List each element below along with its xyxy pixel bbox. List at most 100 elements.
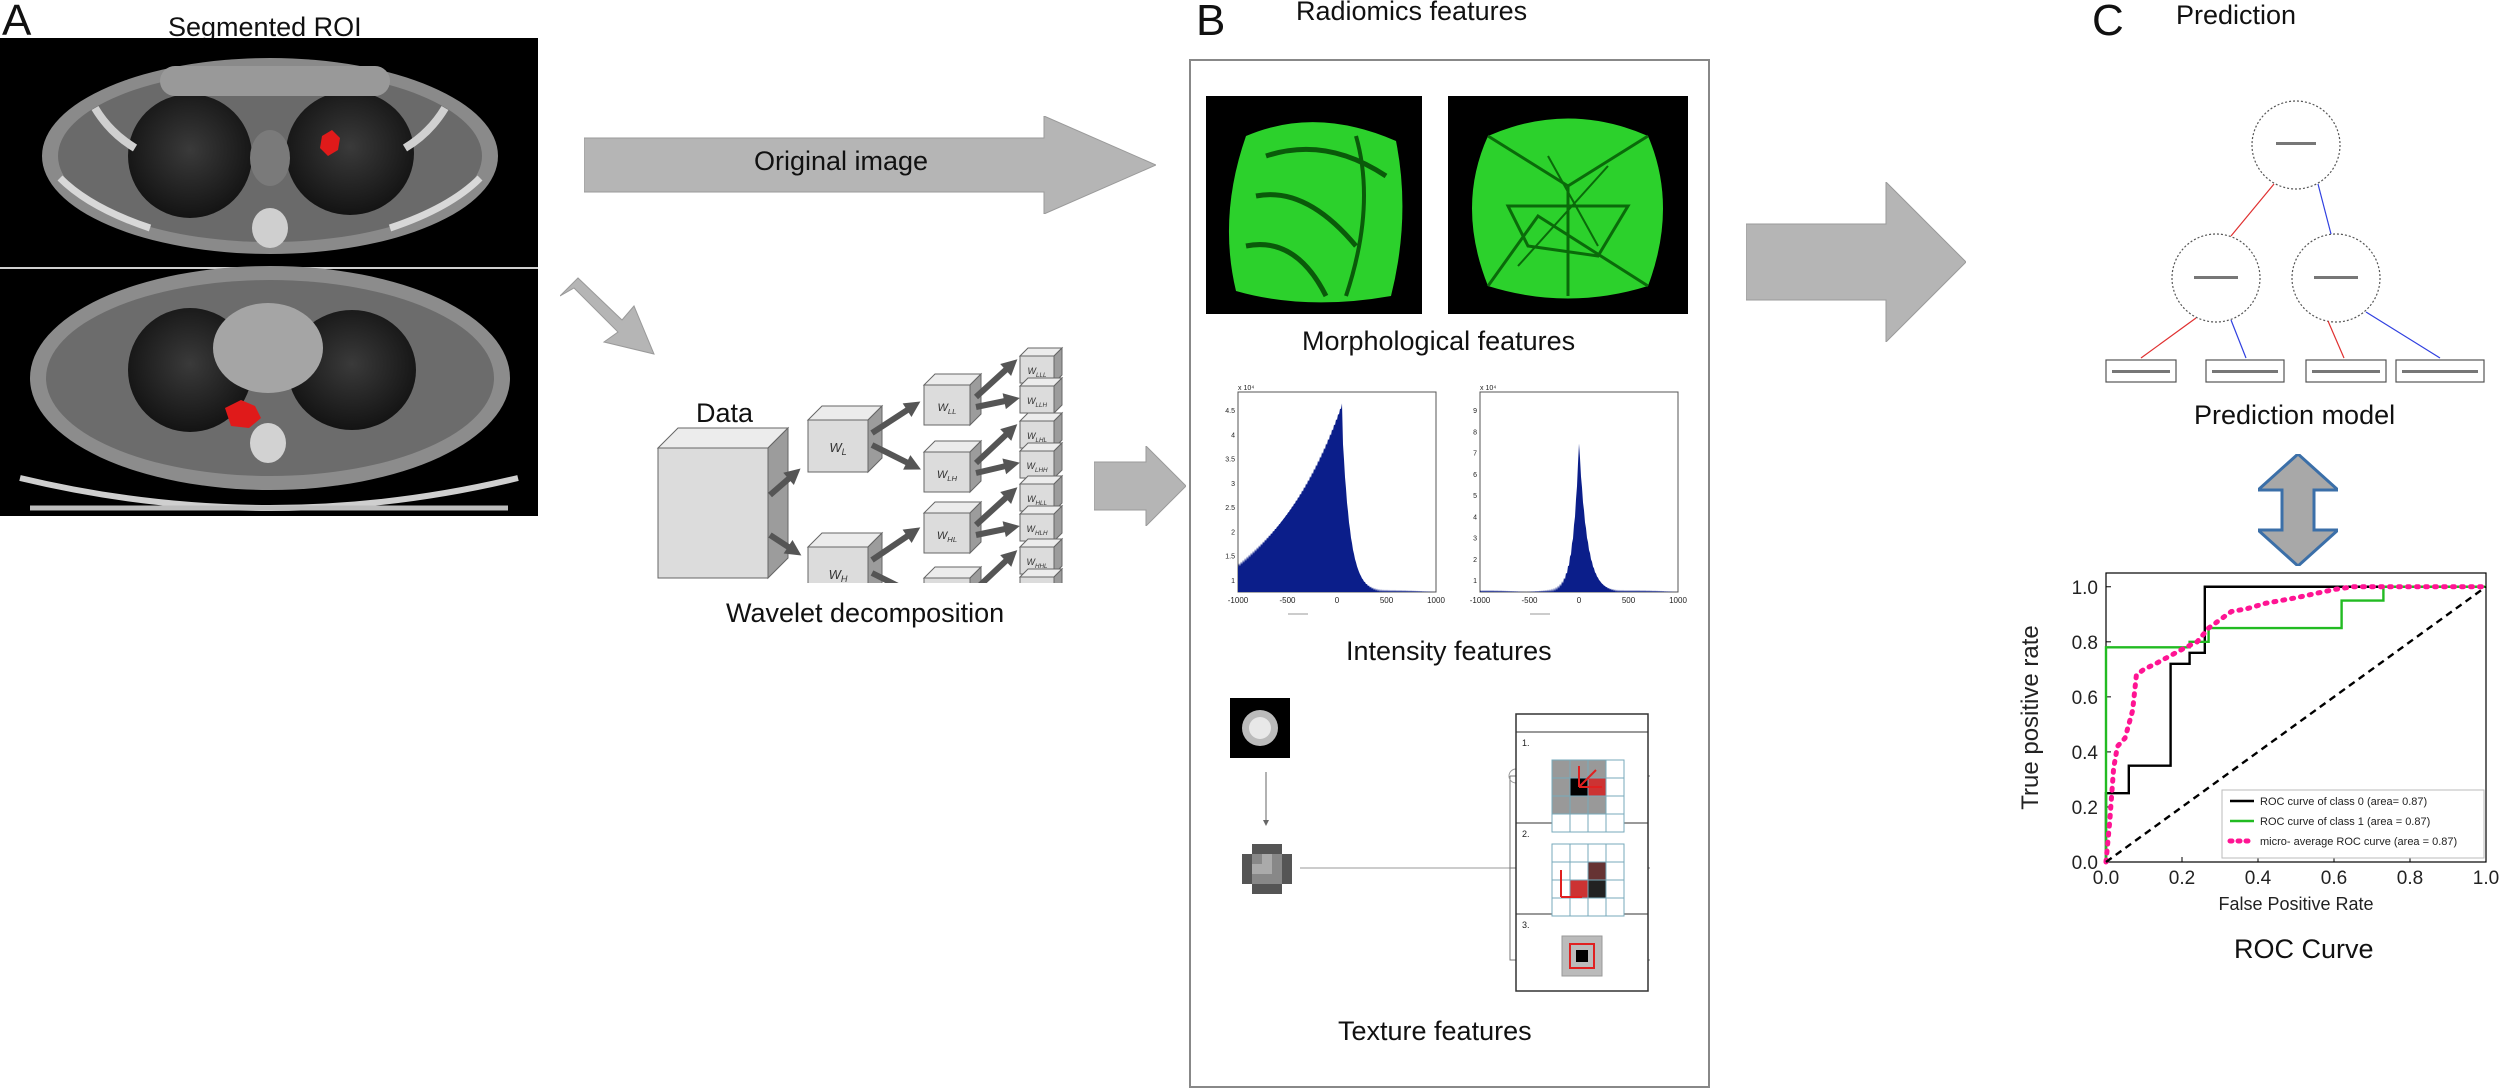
hist-right-ytick-0: 1	[1473, 578, 1477, 585]
hist-right-xtick-2: 0	[1577, 596, 1582, 605]
panel-c-title: Prediction	[2176, 0, 2297, 30]
wavelet-to-features-arrow	[1094, 446, 1186, 526]
panel-b-title: Radiomics features	[1296, 0, 1528, 26]
hist-right-ytick-7: 8	[1473, 429, 1477, 436]
roc-ytick-5: 1.0	[2072, 578, 2098, 599]
roc-ytick-3: 0.6	[2072, 688, 2098, 709]
roc-xtick-4: 0.8	[2397, 868, 2423, 889]
hist-right-xtick-1: -500	[1521, 596, 1538, 605]
hist-right-bars	[1480, 443, 1678, 592]
morph-caption: Morphological features	[1302, 326, 1576, 356]
roc-legend-entry-0: ROC curve of class 0 (area= 0.87)	[2260, 796, 2427, 808]
roc-series-2	[2103, 584, 2489, 865]
hist-right-xtick-3: 500	[1622, 596, 1636, 605]
roc-xtick-5: 1.0	[2473, 868, 2499, 889]
cube-W_HL	[922, 500, 983, 555]
hist-left-ytick-2: 2	[1231, 529, 1235, 536]
roc-series-3	[2105, 585, 2487, 863]
arrow-data-h	[768, 532, 802, 556]
cube-W_HH	[922, 565, 983, 583]
hist-right-ytick-8: 9	[1473, 408, 1477, 415]
cube-W_LHL	[1018, 411, 1064, 450]
arrow-data-l	[768, 468, 801, 498]
hist-left-ytick-1: 1.5	[1225, 554, 1235, 561]
arrow-l2-2-a	[973, 487, 1018, 528]
texture-step-2: 3.	[1522, 920, 1530, 930]
hist-right-exponent: x 10⁴	[1480, 385, 1496, 392]
cube-W_LH	[922, 439, 983, 494]
wavelet-arrow	[560, 277, 655, 355]
texture-blob-image	[1230, 698, 1290, 758]
roc-caption: ROC Curve	[2234, 934, 2374, 964]
roc-ytick-2: 0.4	[2072, 743, 2099, 764]
cube-W_LLH	[1018, 376, 1064, 415]
roc-series-0	[2104, 585, 2486, 862]
data-cube	[656, 426, 790, 580]
panel-c-letter: C	[2092, 0, 2124, 45]
texture-caption: Texture features	[1338, 1016, 1532, 1046]
cube-W_LL	[922, 372, 983, 427]
intensity-caption: Intensity features	[1346, 636, 1552, 666]
arrow-l2-2-b	[975, 521, 1020, 538]
hist-right-ytick-1: 2	[1473, 557, 1477, 564]
arrow-l2-3-a	[977, 550, 1018, 583]
texture-pixel-image	[1242, 844, 1292, 894]
arrow-l-ll	[870, 401, 921, 436]
cube-W_H	[806, 531, 884, 583]
hist-left-xtick-2: 0	[1335, 596, 1340, 605]
arrow-l2-0-a	[973, 359, 1018, 400]
roc-xtick-0: 0.0	[2093, 868, 2119, 889]
original-image-arrow	[584, 116, 1156, 214]
arrow-l2-1-a	[973, 424, 1018, 466]
roc-ytick-0: 0.0	[2072, 853, 2098, 874]
roc-xtick-2: 0.4	[2245, 868, 2272, 889]
data-label: Data	[696, 398, 754, 428]
hist-right-ytick-2: 3	[1473, 536, 1477, 543]
hist-right-ytick-4: 5	[1473, 493, 1477, 500]
hist-left-ytick-0: 1	[1231, 578, 1235, 585]
panel-a-letter: A	[2, 0, 32, 45]
texture-step-1: 2.	[1522, 829, 1530, 839]
roc-xtick-3: 0.6	[2321, 868, 2347, 889]
cube-W_LHH	[1018, 441, 1064, 480]
model-caption: Prediction model	[2194, 400, 2396, 430]
roc-xtick-1: 0.2	[2169, 868, 2195, 889]
decision-tree	[2105, 100, 2485, 383]
roc-legend-entry-2: micro- average ROC curve (area = 0.87)	[2260, 836, 2457, 848]
arrow-h-hl	[870, 527, 921, 563]
arrow-l2-0-b	[975, 393, 1020, 410]
hist-left-ytick-6: 4	[1231, 432, 1235, 439]
morph-image-left	[1206, 96, 1422, 314]
radiomics-box	[1189, 59, 1710, 1088]
hist-right-ytick-5: 6	[1473, 472, 1477, 479]
arrow-h-hh	[870, 570, 899, 583]
hist-left-ytick-5: 3.5	[1225, 457, 1235, 464]
arrow-l-lh	[870, 442, 921, 470]
wavelet-caption: Wavelet decomposition	[726, 598, 1005, 628]
texture-diagram: 1.2.3.	[1230, 698, 1650, 992]
hist-left-xtick-4: 1000	[1427, 596, 1445, 605]
features-to-prediction-arrow	[1746, 182, 1966, 342]
hist-left-exponent: x 10⁴	[1238, 385, 1254, 392]
hist-left-xtick-1: -500	[1279, 596, 1296, 605]
morph-image-right	[1448, 96, 1688, 314]
cube-W_L	[806, 404, 884, 474]
cube-W_HLH	[1018, 504, 1064, 543]
hist-right-xtick-0: -1000	[1470, 596, 1491, 605]
arrow-l2-1-b	[975, 458, 1020, 476]
roi-bottom	[225, 400, 261, 428]
double-arrow	[2258, 454, 2338, 566]
hist-left-xtick-0: -1000	[1228, 596, 1249, 605]
hist-left-ytick-4: 3	[1231, 481, 1235, 488]
hist-left-bars	[1238, 403, 1436, 592]
roc-ytick-1: 0.2	[2072, 798, 2098, 819]
ct-scan-top	[0, 38, 538, 267]
ct-scans	[0, 38, 538, 516]
roc-legend: ROC curve of class 0 (area= 0.87)ROC cur…	[2221, 789, 2485, 859]
roi-top	[320, 130, 340, 156]
hist-left-ytick-7: 4.5	[1225, 408, 1235, 415]
hist-left-xtick-3: 500	[1380, 596, 1394, 605]
